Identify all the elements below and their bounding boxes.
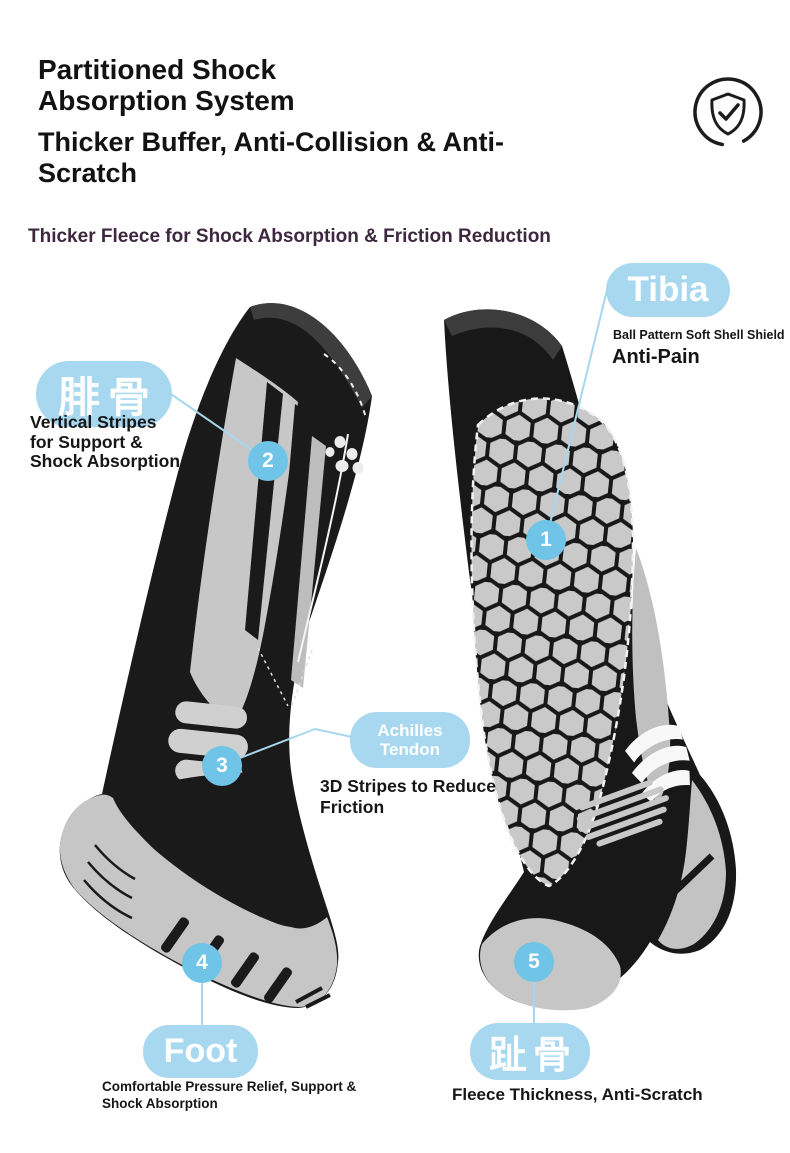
callout-label-achilles: Achilles Tendon	[377, 721, 442, 759]
callout-bubble-toe: 趾骨	[470, 1023, 590, 1080]
connector-line-achilles	[221, 727, 353, 766]
callout-subtext-tibia: Ball Pattern Soft Shell Shield	[613, 328, 785, 342]
callout-desc-foot-line1: Comfortable Pressure Relief, Support &	[102, 1079, 357, 1094]
right-sock	[444, 309, 737, 1011]
callout-label-foot: Foot	[163, 1032, 238, 1070]
page-subtitle-line1: Thicker Buffer, Anti-Collision & Anti-	[38, 127, 505, 157]
callout-label-fibula: 腓骨	[57, 373, 158, 421]
page-subtitle-line2: Scratch	[38, 158, 138, 188]
callout-desc-achilles: 3D Stripes to Reduce Friction	[320, 776, 496, 818]
callout-desc-toe: Fleece Thickness, Anti-Scratch	[452, 1085, 703, 1104]
marker-2: 2	[248, 441, 288, 481]
marker-1: 1	[526, 520, 566, 560]
callout-bubble-tibia: Tibia	[606, 263, 730, 317]
callout-label-toe: 趾骨	[488, 1035, 577, 1077]
callout-bubble-foot: Foot	[143, 1025, 258, 1078]
heel-tread-lines	[83, 844, 136, 920]
marker-3: 3	[202, 746, 242, 786]
shield-check-icon	[693, 77, 763, 147]
callout-desc-foot: Comfortable Pressure Relief, Support & S…	[102, 1079, 356, 1112]
callout-label-tibia: Tibia	[627, 270, 709, 309]
callout-desc-achilles-line2: Friction	[320, 797, 385, 817]
connector-line-tibia	[545, 289, 608, 541]
marker-4: 4	[182, 943, 222, 983]
marker-5: 5	[514, 942, 554, 982]
striped-oval-patch	[576, 779, 669, 847]
callout-desc-fibula: Vertical Stripes for Support & Shock Abs…	[30, 412, 181, 472]
callout-bubble-achilles: Achilles Tendon	[350, 712, 470, 768]
paw-pattern	[325, 436, 364, 474]
callout-bubble-fibula: 腓骨	[36, 361, 172, 427]
callout-desc-achilles-line1: 3D Stripes to Reduce	[320, 776, 497, 796]
page-title: Partitioned Shock Absorption System	[38, 54, 295, 116]
callout-desc-foot-line2: Shock Absorption	[102, 1095, 218, 1111]
callout-desc-fibula-line2: for Support &	[30, 431, 143, 452]
toe-tread-lines	[295, 986, 331, 1009]
page-title-line2: Absorption System	[38, 85, 295, 116]
callout-desc-fibula-line1: Vertical Stripes	[30, 412, 157, 432]
section-tagline: Thicker Fleece for Shock Absorption & Fr…	[28, 226, 551, 247]
callout-highlight-tibia: Anti-Pain	[612, 346, 700, 368]
callout-label-achilles-line2: Tendon	[379, 740, 441, 759]
page-subtitle: Thicker Buffer, Anti-Collision & Anti- S…	[38, 127, 504, 189]
page-title-line1: Partitioned Shock	[38, 54, 277, 85]
callout-desc-fibula-line3: Shock Absorption	[30, 451, 181, 471]
honeycomb-shield	[470, 397, 635, 888]
callout-label-achilles-line1: Achilles	[377, 721, 443, 740]
